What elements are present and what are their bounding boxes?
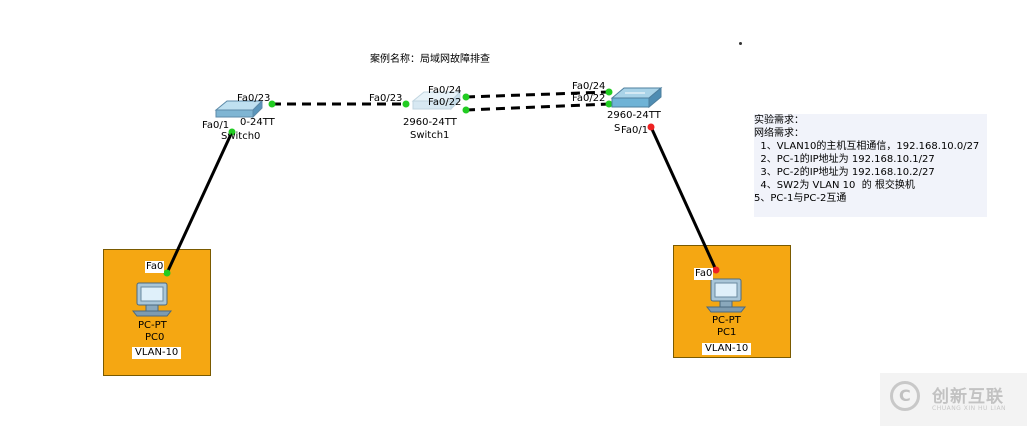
sw1-port-fa0-24: Fa0/24 <box>428 85 462 96</box>
link-light-sw2-fa1 <box>647 123 655 131</box>
case-title: 案例名称：局域网故障排查 <box>370 54 490 65</box>
sw2-model: 2960-24TT <box>607 110 661 121</box>
link-light-sw1-fa24 <box>462 93 470 101</box>
link-light-sw1-fa22 <box>462 106 470 114</box>
link-light-sw1-fa23 <box>402 100 410 108</box>
switch1-icon[interactable] <box>411 90 462 111</box>
pc0-type: PC-PT <box>138 320 167 331</box>
note-line: 2、PC-1的IP地址为 192.168.10.1/27 <box>754 154 935 165</box>
sw0-port-fa0-23: Fa0/23 <box>237 93 271 104</box>
sw1-name: Switch1 <box>410 130 450 141</box>
pc1-type: PC-PT <box>712 315 741 326</box>
sw1-model: 2960-24TT <box>403 117 457 128</box>
note-line: 4、SW2为 VLAN 10 的 根交换机 <box>754 180 915 191</box>
sw1-port-fa0-23: Fa0/23 <box>369 93 403 104</box>
note-line: 3、PC-2的IP地址为 192.168.10.2/27 <box>754 167 935 178</box>
sw1-port-fa0-22: Fa0/22 <box>428 97 462 108</box>
pc0-port-fa0: Fa0 <box>145 261 165 273</box>
link-switch2-pc1 <box>649 126 718 271</box>
pc1-port-fa0: Fa0 <box>694 268 714 280</box>
pc1-name: PC1 <box>717 327 737 338</box>
sw0-model: 0-24TT <box>240 117 275 128</box>
pc0-computer-icon[interactable] <box>131 282 173 317</box>
sw2-port-fa0-22: Fa0/22 <box>572 93 606 104</box>
link-light-pc0-fa0 <box>163 269 171 277</box>
requirements-note: 实验需求： 网络需求： 1、VLAN10的主机互相通信，192.168.10.0… <box>754 114 987 217</box>
note-line: 网络需求： <box>754 128 804 139</box>
brand-name: 创新互联 <box>932 387 1004 407</box>
pc0-vlan-tag: VLAN-10 <box>132 347 182 359</box>
note-line: 实验需求： <box>754 115 804 126</box>
pc1-vlan-tag: VLAN-10 <box>702 343 752 355</box>
pc0-name: PC0 <box>145 332 165 343</box>
sw0-name: Switch0 <box>221 131 261 142</box>
switch0-icon[interactable] <box>214 99 264 119</box>
link-light-sw2-fa22 <box>605 100 613 108</box>
stray-dot <box>739 42 742 45</box>
link-light-sw0-fa1 <box>228 128 236 136</box>
switch2-icon[interactable] <box>610 86 663 109</box>
link-pc0-switch0 <box>165 131 234 274</box>
link-light-sw2-fa24 <box>605 88 613 96</box>
watermark: C 创新互联 CHUANG XIN HU LIAN <box>880 373 1027 426</box>
note-line: 5、PC-1与PC-2互通 <box>754 193 847 204</box>
brand-subtitle: CHUANG XIN HU LIAN <box>932 405 1007 412</box>
link-light-pc1-fa0 <box>712 266 720 274</box>
link-light-sw0-fa23 <box>268 100 276 108</box>
brand-logo-icon: C <box>890 381 920 411</box>
link-sw1-sw2-fa22 <box>465 102 610 112</box>
sw0-port-fa0-1: Fa0/1 <box>202 120 230 131</box>
sw2-name: S <box>614 123 621 134</box>
pc1-computer-icon[interactable] <box>705 278 747 313</box>
sw2-port-fa0-24: Fa0/24 <box>572 81 606 92</box>
sw2-port-fa0-1: Fa0/1 <box>621 125 649 136</box>
link-sw1-sw2-fa24 <box>465 90 610 99</box>
note-line: 1、VLAN10的主机互相通信，192.168.10.0/27 <box>754 141 980 152</box>
